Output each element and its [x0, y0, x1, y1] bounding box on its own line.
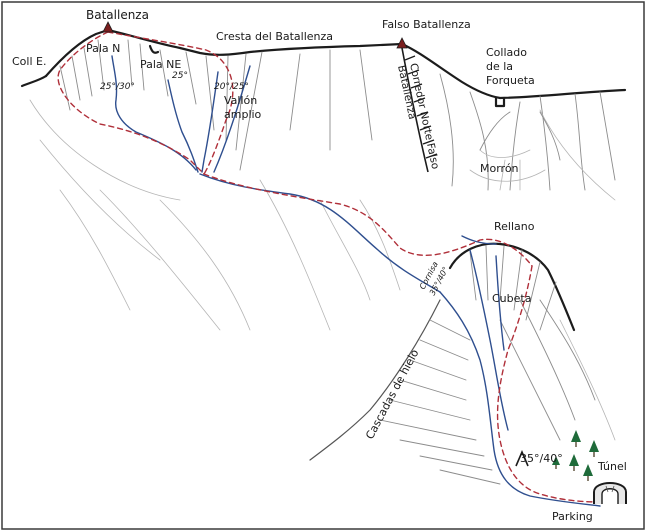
slope-shading-right: [289, 49, 616, 301]
label-slope-20-25: 20°/25°: [214, 82, 249, 92]
cubeta-shading: [469, 245, 616, 441]
label-collado-1: Collado: [486, 46, 527, 59]
label-vallon: Vallón: [224, 94, 257, 107]
label-slope-25-30: 25°/30°: [100, 82, 135, 92]
tree-icon: [569, 454, 579, 471]
tree-icon: [589, 440, 599, 457]
ski-route: [57, 31, 601, 503]
label-collado-3: Forqueta: [486, 74, 535, 87]
streams: [111, 55, 601, 507]
tunnel-icon: [593, 482, 627, 504]
label-parking: Parking: [552, 510, 593, 523]
label-pala-n: Pala N: [86, 42, 120, 55]
tree-icon: [571, 430, 581, 447]
label-pala-ne: Pala NE: [140, 58, 181, 71]
label-morron: Morrón: [480, 162, 519, 175]
steep-step-mark: [515, 449, 529, 467]
label-rellano: Rellano: [494, 220, 535, 233]
label-batallenza: Batallenza: [86, 8, 149, 22]
morron-shading: [479, 111, 561, 191]
label-cresta: Cresta del Batallenza: [216, 30, 333, 43]
label-amplio: amplio: [224, 108, 262, 121]
tree-icon: [552, 456, 560, 469]
label-slope-25: 25°: [172, 71, 188, 81]
corredor-hatch: [401, 47, 438, 173]
label-falso-batallenza: Falso Batallenza: [382, 18, 471, 31]
label-collado-2: de la: [486, 60, 513, 73]
collado-notch: [494, 96, 506, 108]
tree-cluster: [552, 430, 599, 481]
cascadas-shading: [379, 319, 501, 485]
label-coll-e: Coll E.: [12, 55, 46, 68]
coll-e-ridge: [20, 74, 48, 88]
falso-batallenza-summit-icon: [396, 37, 408, 49]
tree-icon: [583, 464, 593, 481]
label-slope-35-40: 35°/40°: [520, 452, 563, 465]
pala-ne-cornice: [148, 44, 160, 54]
cascadas-ridge: [309, 299, 441, 461]
label-tunel: Túnel: [597, 460, 627, 473]
label-cubeta: Cubeta: [492, 292, 531, 305]
main-ridge: [44, 28, 627, 100]
cubeta-ridge: [448, 242, 576, 332]
batallenza-summit-icon: [102, 21, 114, 33]
slope-shading-left: [29, 39, 331, 331]
